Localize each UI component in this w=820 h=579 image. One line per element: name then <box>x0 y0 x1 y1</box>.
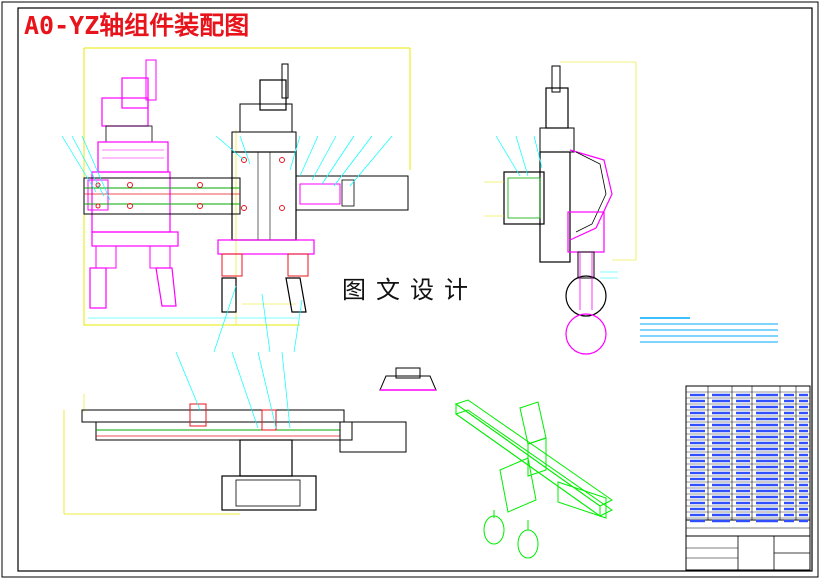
isometric-view <box>454 399 613 559</box>
drawing-title: A0-YZ轴组件装配图 <box>24 11 250 40</box>
watermark-text: 图文设计 <box>342 272 486 308</box>
title-block <box>685 385 811 571</box>
side-view <box>484 61 637 355</box>
detail-view <box>379 367 437 391</box>
front-view <box>61 47 411 353</box>
inner-frame <box>17 7 813 572</box>
technical-notes <box>640 317 778 343</box>
top-view <box>63 351 407 515</box>
